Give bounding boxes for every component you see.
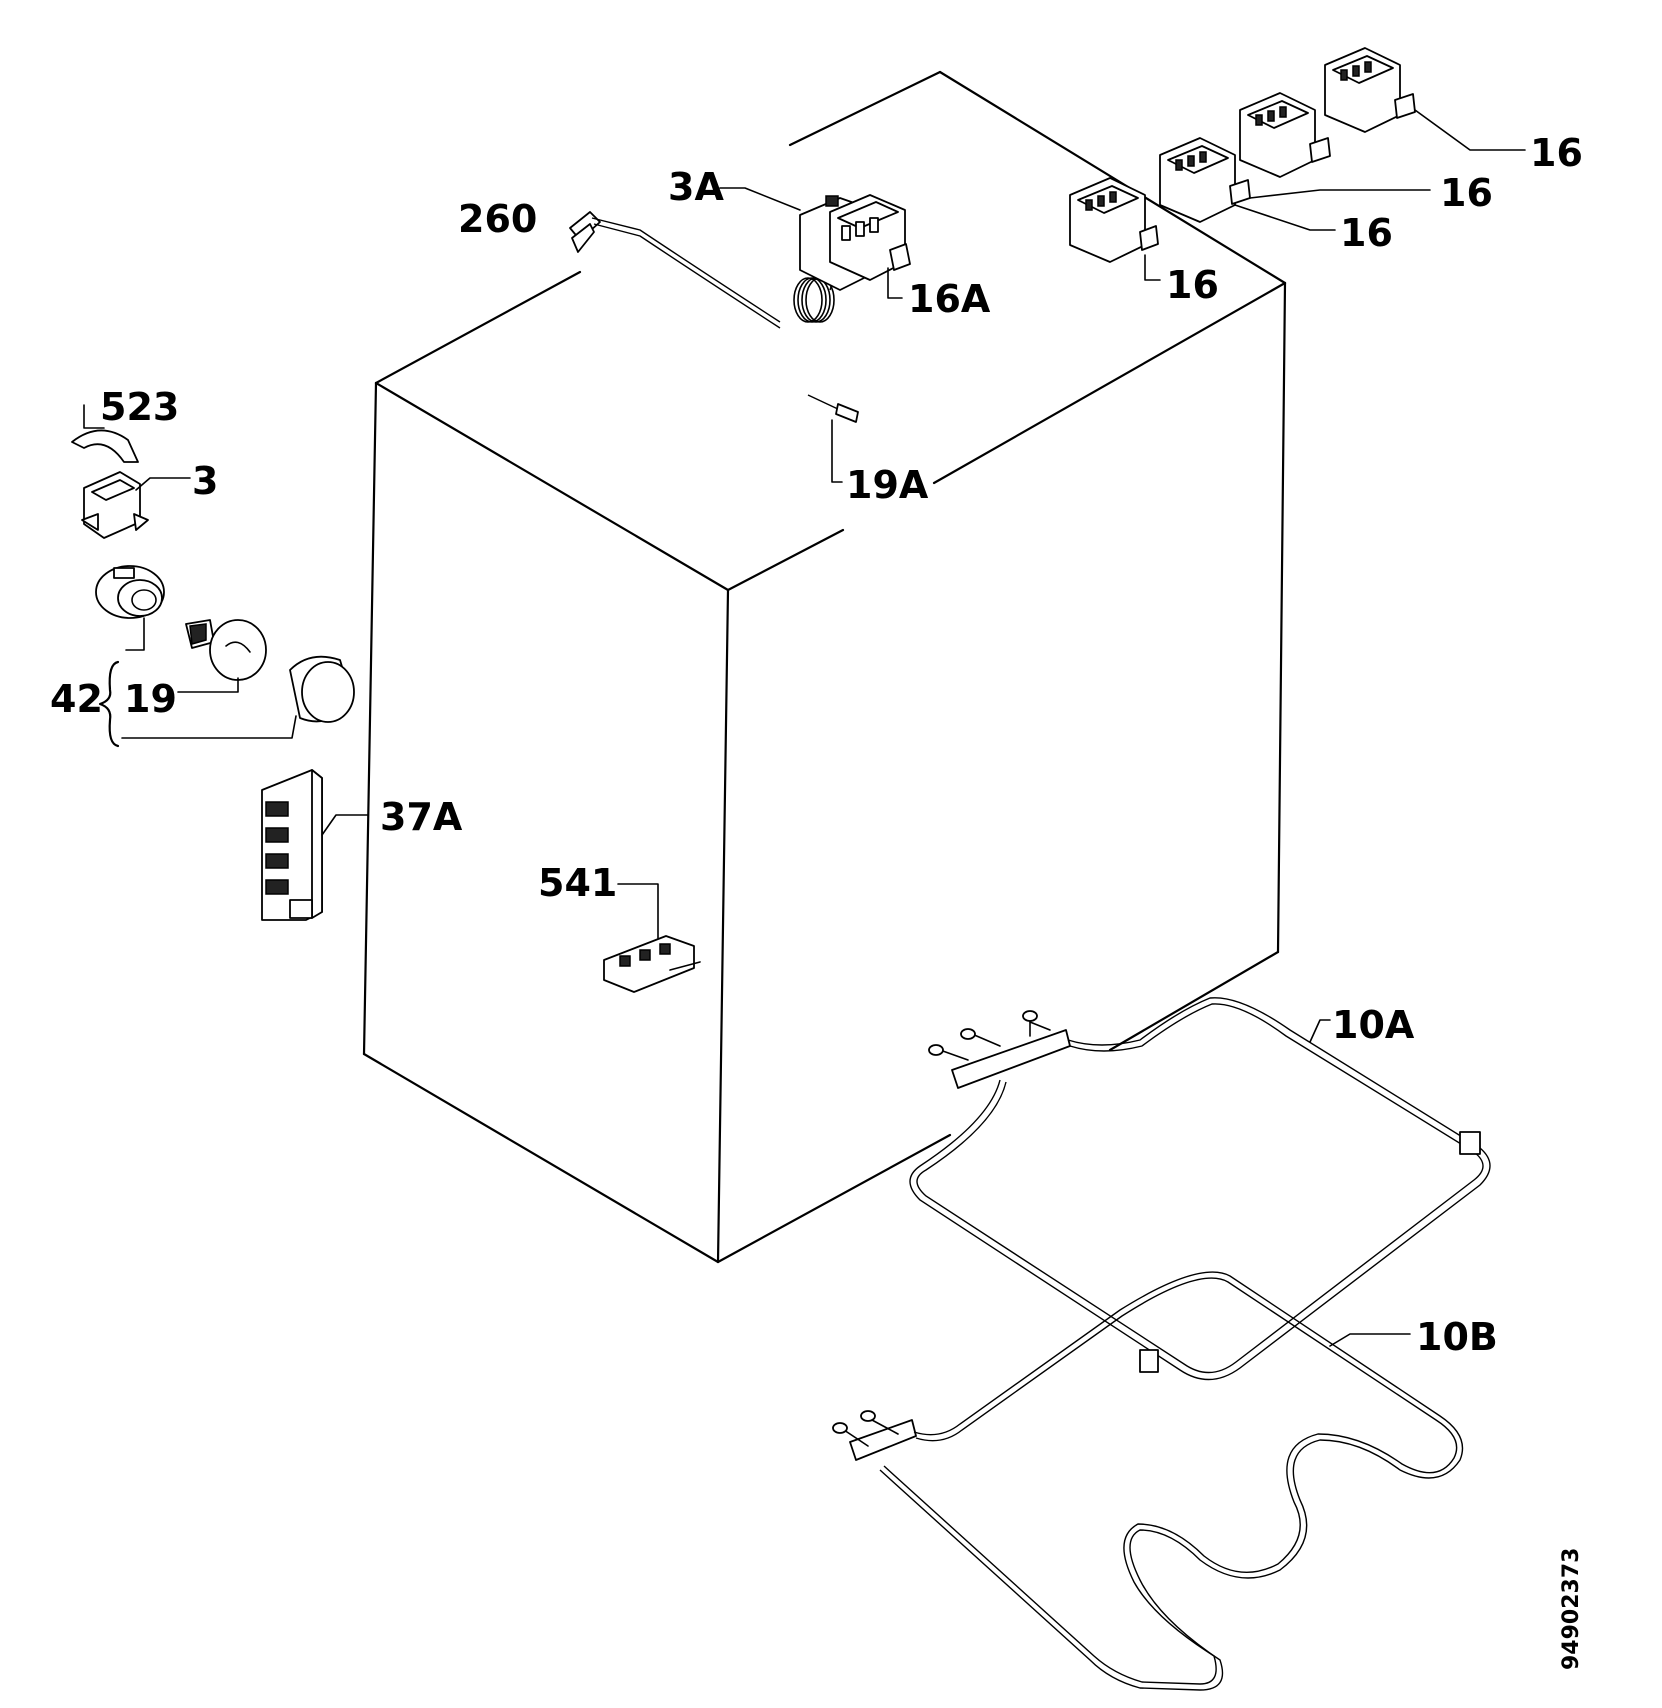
lamp-holder [95,565,165,619]
terminal-block-37A [261,769,323,921]
heating-element-10A [909,997,1491,1381]
label-260: 260 [458,197,537,241]
lamp-bulb-19 [185,619,267,681]
label-16-d: 16 [1530,131,1583,175]
switch-16-b [1159,137,1251,223]
cutout-3 [81,471,149,539]
label-42: 42 [50,677,103,721]
connector-541 [603,935,701,993]
label-523: 523 [100,385,179,429]
label-16-b: 16 [1340,211,1393,255]
label-37A: 37A [380,795,463,839]
label-19: 19 [124,677,177,721]
part-labels: 260 3A 16A 16 16 16 16 523 3 42 19 19A 3… [50,131,1584,1670]
drawing-number: 94902373 [1559,1548,1584,1670]
thermostat-switch-3A-16A [799,194,911,291]
heating-element-10B [832,1271,1464,1691]
leader-lines [83,109,1526,1347]
label-16-a: 16 [1166,263,1219,307]
label-16A: 16A [908,277,991,321]
label-541: 541 [538,861,617,905]
switch-16-d [1324,47,1416,133]
label-16-c: 16 [1440,171,1493,215]
clip-523 [71,429,139,463]
oven-cabinet [362,70,1287,1264]
sensor-19A [807,394,859,423]
switch-16-a [1069,177,1159,263]
label-3: 3 [192,459,218,503]
lamp-cover [289,655,355,723]
label-10B: 10B [1416,1315,1498,1359]
label-19A: 19A [846,463,929,507]
label-3A: 3A [668,165,724,209]
switch-16-c [1239,92,1331,178]
label-10A: 10A [1332,1003,1415,1047]
